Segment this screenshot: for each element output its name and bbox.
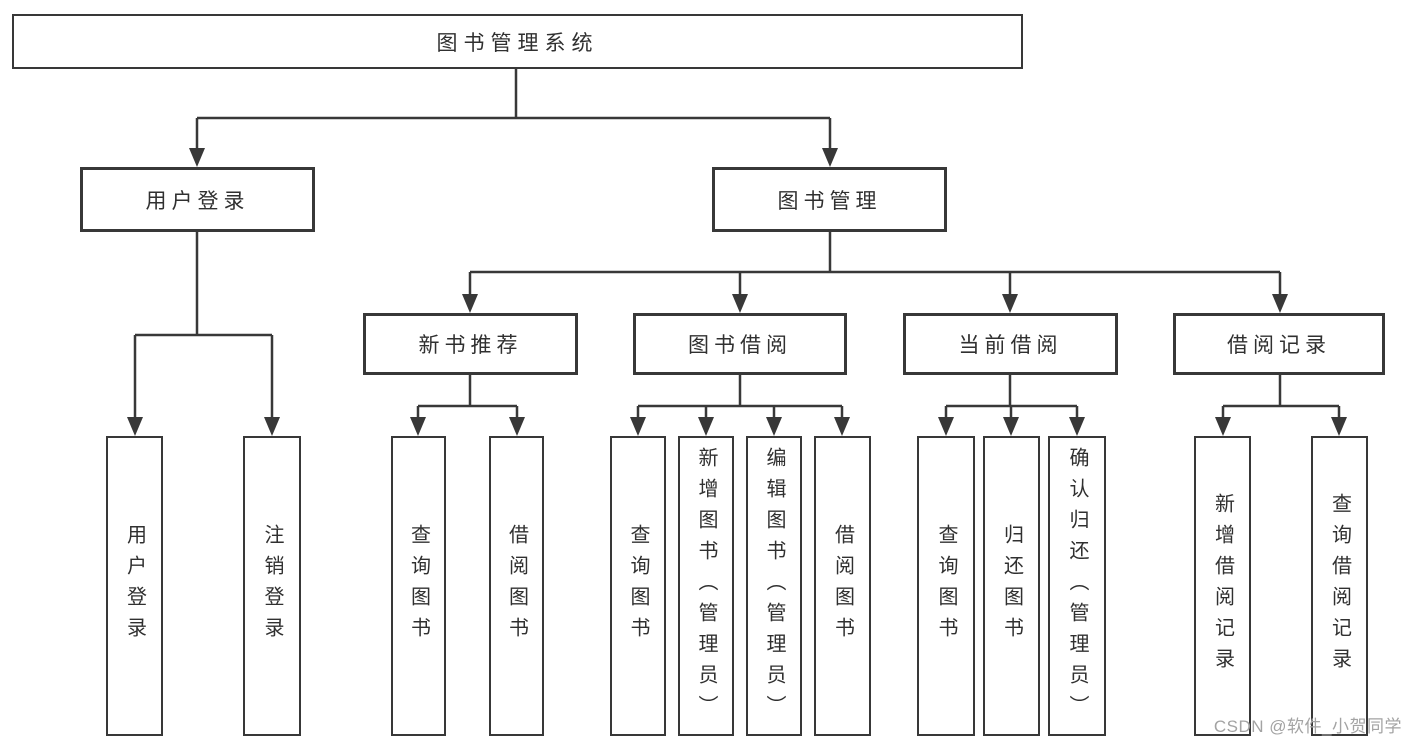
arrowhead-icon (766, 417, 782, 436)
node-book-management-label: 图书管理 (777, 189, 882, 213)
node-new-book-recommend-label: 新书推荐 (418, 334, 523, 357)
leaf-current-query-books: 查询图书 (917, 436, 975, 736)
node-book-borrow: 图书借阅 (633, 313, 847, 375)
arrowhead-icon (509, 417, 525, 436)
leaf-label: 确认归还（管理员） (1066, 446, 1088, 726)
leaf-label: 查询图书 (935, 524, 957, 648)
node-current-borrow-label: 当前借阅 (958, 334, 1063, 357)
leaf-newbook-borrow-books: 借阅图书 (489, 436, 544, 736)
arrowhead-icons (127, 148, 1347, 436)
arrowhead-icon (462, 294, 478, 313)
leaf-add-borrow-record: 新增借阅记录 (1194, 436, 1251, 736)
leaf-label: 新增图书（管理员） (695, 446, 717, 726)
arrowhead-icon (938, 417, 954, 436)
leaf-confirm-return-admin: 确认归还（管理员） (1048, 436, 1106, 736)
leaf-query-borrow-record: 查询借阅记录 (1311, 436, 1368, 736)
arrowhead-icon (1002, 294, 1018, 313)
tree-edges (135, 69, 1339, 408)
leaf-edit-books-admin: 编辑图书（管理员） (746, 436, 802, 736)
leaf-user-login-action: 用户登录 (106, 436, 163, 736)
leaf-label: 编辑图书（管理员） (763, 446, 785, 726)
arrowhead-icon (698, 417, 714, 436)
leaf-borrow-books: 借阅图书 (814, 436, 871, 736)
node-library-system-label: 图书管理系统 (436, 31, 599, 55)
arrowhead-icon (1003, 417, 1019, 436)
arrowhead-icon (630, 417, 646, 436)
arrowhead-icon (264, 417, 280, 436)
leaf-label: 用户登录 (123, 524, 146, 648)
arrowhead-icon (410, 417, 426, 436)
leaf-label: 查询图书 (627, 524, 649, 648)
leaf-newbook-query-books: 查询图书 (391, 436, 446, 736)
arrowhead-icon (1215, 417, 1231, 436)
leaf-label: 注销登录 (261, 524, 283, 648)
node-user-login: 用户登录 (80, 167, 315, 232)
leaf-label: 借阅图书 (505, 524, 528, 648)
node-new-book-recommend: 新书推荐 (363, 313, 578, 375)
node-library-system: 图书管理系统 (12, 14, 1023, 69)
arrowhead-icon (822, 148, 838, 167)
leaf-borrow-query-books: 查询图书 (610, 436, 666, 736)
arrowhead-icon (127, 417, 143, 436)
arrowhead-icon (1331, 417, 1347, 436)
leaf-logout: 注销登录 (243, 436, 301, 736)
leaf-add-books-admin: 新增图书（管理员） (678, 436, 734, 736)
node-book-management: 图书管理 (712, 167, 947, 232)
leaf-label: 归还图书 (1000, 524, 1023, 648)
leaf-label: 新增借阅记录 (1211, 493, 1234, 679)
arrowhead-icon (1069, 417, 1085, 436)
leaf-label: 查询借阅记录 (1328, 493, 1351, 679)
arrowhead-icon (1272, 294, 1288, 313)
arrowhead-icon (834, 417, 850, 436)
leaf-label: 查询图书 (407, 524, 430, 648)
arrowhead-icon (732, 294, 748, 313)
arrow-shafts (133, 118, 1341, 420)
node-borrow-record: 借阅记录 (1173, 313, 1385, 375)
arrowhead-icon (189, 148, 205, 167)
csdn-watermark: CSDN @软件_小贺同学 (1213, 717, 1402, 736)
leaf-return-books: 归还图书 (983, 436, 1040, 736)
node-current-borrow: 当前借阅 (903, 313, 1118, 375)
node-user-login-label: 用户登录 (145, 189, 250, 213)
node-borrow-record-label: 借阅记录 (1227, 334, 1331, 357)
leaf-label: 借阅图书 (831, 524, 854, 648)
node-book-borrow-label: 图书借阅 (688, 334, 792, 357)
